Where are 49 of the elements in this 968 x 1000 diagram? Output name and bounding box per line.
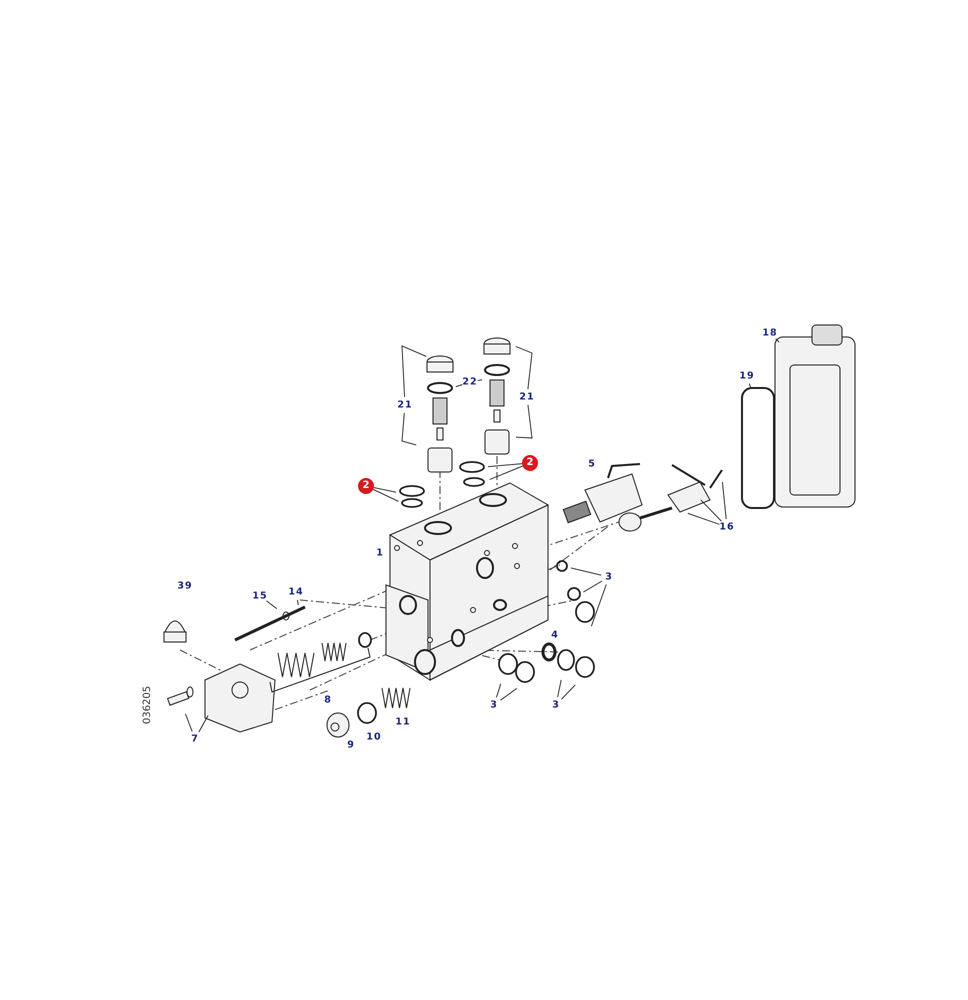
callout-number: 3 [490, 700, 498, 710]
leader-line [184, 713, 193, 732]
leader-line [722, 482, 727, 520]
callout-number: 9 [347, 740, 355, 750]
leader-line [402, 345, 427, 398]
leader-line [266, 600, 278, 610]
leader-line [198, 715, 208, 732]
callout-number: 1 [376, 548, 384, 558]
leader-line [561, 684, 576, 700]
highlighted-callout-number: 2 [522, 455, 538, 471]
leader-line [477, 379, 483, 381]
callout-number: 22 [462, 377, 478, 387]
leader-line [500, 688, 518, 701]
callout-number: 39 [177, 581, 193, 591]
callout-number: 21 [397, 400, 413, 410]
leader-line [296, 599, 299, 606]
leader-line [557, 679, 562, 698]
callout-number: 5 [588, 459, 596, 469]
callout-number: 19 [739, 371, 755, 381]
leader-line [455, 384, 463, 388]
leader-line [489, 466, 524, 480]
callout-number: 7 [191, 734, 199, 744]
callout-number: 3 [552, 700, 560, 710]
leader-line [488, 463, 522, 468]
highlighted-callout-number: 2 [358, 478, 374, 494]
leader-line [402, 412, 417, 446]
callout-number: 4 [551, 630, 559, 640]
leader-line [516, 404, 533, 438]
callout-number: 21 [519, 392, 535, 402]
leader-line [496, 683, 502, 698]
leader-line [700, 499, 722, 522]
callout-number: 8 [324, 695, 332, 705]
leader-line [775, 338, 780, 343]
leader-line [583, 580, 603, 592]
leader-line [570, 567, 602, 576]
leader-line [687, 512, 720, 525]
leader-line [748, 383, 752, 389]
callout-number: 3 [605, 572, 613, 582]
callout-number: 15 [252, 591, 268, 601]
leader-line [372, 488, 399, 502]
leader-line [373, 487, 397, 493]
leader-line [515, 346, 532, 390]
callout-number: 14 [288, 587, 304, 597]
callout-number: 11 [395, 717, 411, 727]
callout-number: 16 [719, 522, 735, 532]
callout-number: 18 [762, 328, 778, 338]
drawing-number: 036205 [143, 686, 153, 724]
leader-line [590, 584, 607, 627]
callout-number: 10 [366, 732, 382, 742]
